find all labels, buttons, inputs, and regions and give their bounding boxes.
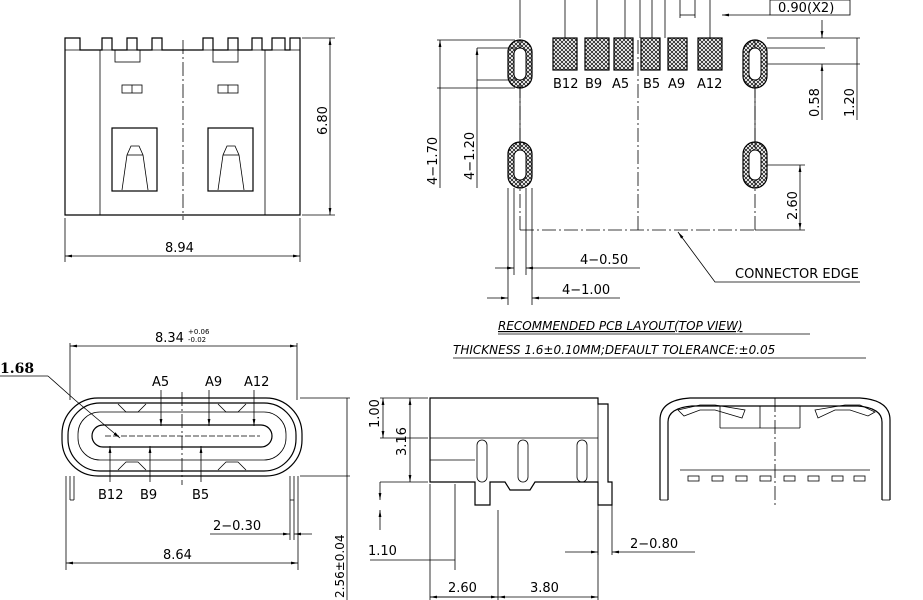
front-height-label: 2.56±0.04 [333, 535, 347, 599]
pcb-slot-width-label: 4−0.50 [580, 253, 628, 268]
pcb-edge-distance-label: 2.60 [786, 191, 801, 220]
front-pin-b5: B5 [192, 488, 209, 503]
front-pin-b12: B12 [98, 488, 123, 503]
side-top-height-label: 1.00 [368, 399, 383, 428]
pcb-pad-height-label: 1.20 [843, 88, 858, 117]
pcb-pin-b12: B12 [553, 77, 578, 92]
front-pin-a9: A9 [205, 375, 222, 390]
pcb-slot-height-label: 4−1.20 [463, 132, 478, 180]
front-bottom-width-label: 8.64 [163, 548, 192, 563]
pcb-oval-height-label: 4−1.70 [426, 137, 441, 185]
pcb-pin-b5: B5 [643, 77, 660, 92]
pcb-layout: 0.90(X2) B12 B9 A5 B5 A9 A12 [426, 0, 866, 359]
top-width-label: 8.94 [165, 241, 194, 256]
front-width-label: 8.34 [155, 331, 184, 346]
pcb-note-title: RECOMMENDED PCB LAYOUT(TOP VIEW) [498, 319, 743, 333]
pcb-oval-width-label: 4−1.00 [562, 283, 610, 298]
top-height-label: 6.80 [316, 106, 331, 135]
pcb-pin-a9: A9 [668, 77, 685, 92]
front-pin-a5: A5 [152, 375, 169, 390]
side-leg-label: 2−0.80 [630, 537, 678, 552]
side-tail-label: 1.10 [368, 544, 397, 559]
front-callout-label: 1.68 [0, 361, 34, 377]
side-view: 1.00 3.16 1.10 2.60 3.80 2−0.80 [368, 397, 695, 600]
front-leg-label: 2−0.30 [213, 519, 261, 534]
front-pin-a12: A12 [244, 375, 269, 390]
pcb-connector-edge-label: CONNECTOR EDGE [735, 267, 859, 282]
pcb-pin-b9: B9 [585, 77, 602, 92]
front-width-tol-down: -0.02 [188, 336, 206, 344]
side-body-height-label: 3.16 [395, 427, 410, 456]
pcb-note-thickness: THICKNESS 1.6±0.10MM;DEFAULT TOLERANCE:±… [453, 343, 775, 357]
pcb-pin-a5: A5 [612, 77, 629, 92]
pcb-offset-label: 0.58 [808, 88, 823, 117]
rear-view [659, 397, 891, 505]
top-view: 6.80 8.94 [64, 37, 335, 262]
front-pin-b9: B9 [140, 488, 157, 503]
front-width-tol-up: +0.06 [188, 328, 210, 336]
pcb-pin-a12: A12 [697, 77, 722, 92]
pcb-pitch-label: 0.90(X2) [778, 1, 834, 16]
side-width-a-label: 2.60 [448, 581, 477, 596]
side-width-b-label: 3.80 [530, 581, 559, 596]
front-view: 8.34 +0.06 -0.02 1.68 A5 A9 A12 B12 B9 B… [0, 328, 350, 600]
